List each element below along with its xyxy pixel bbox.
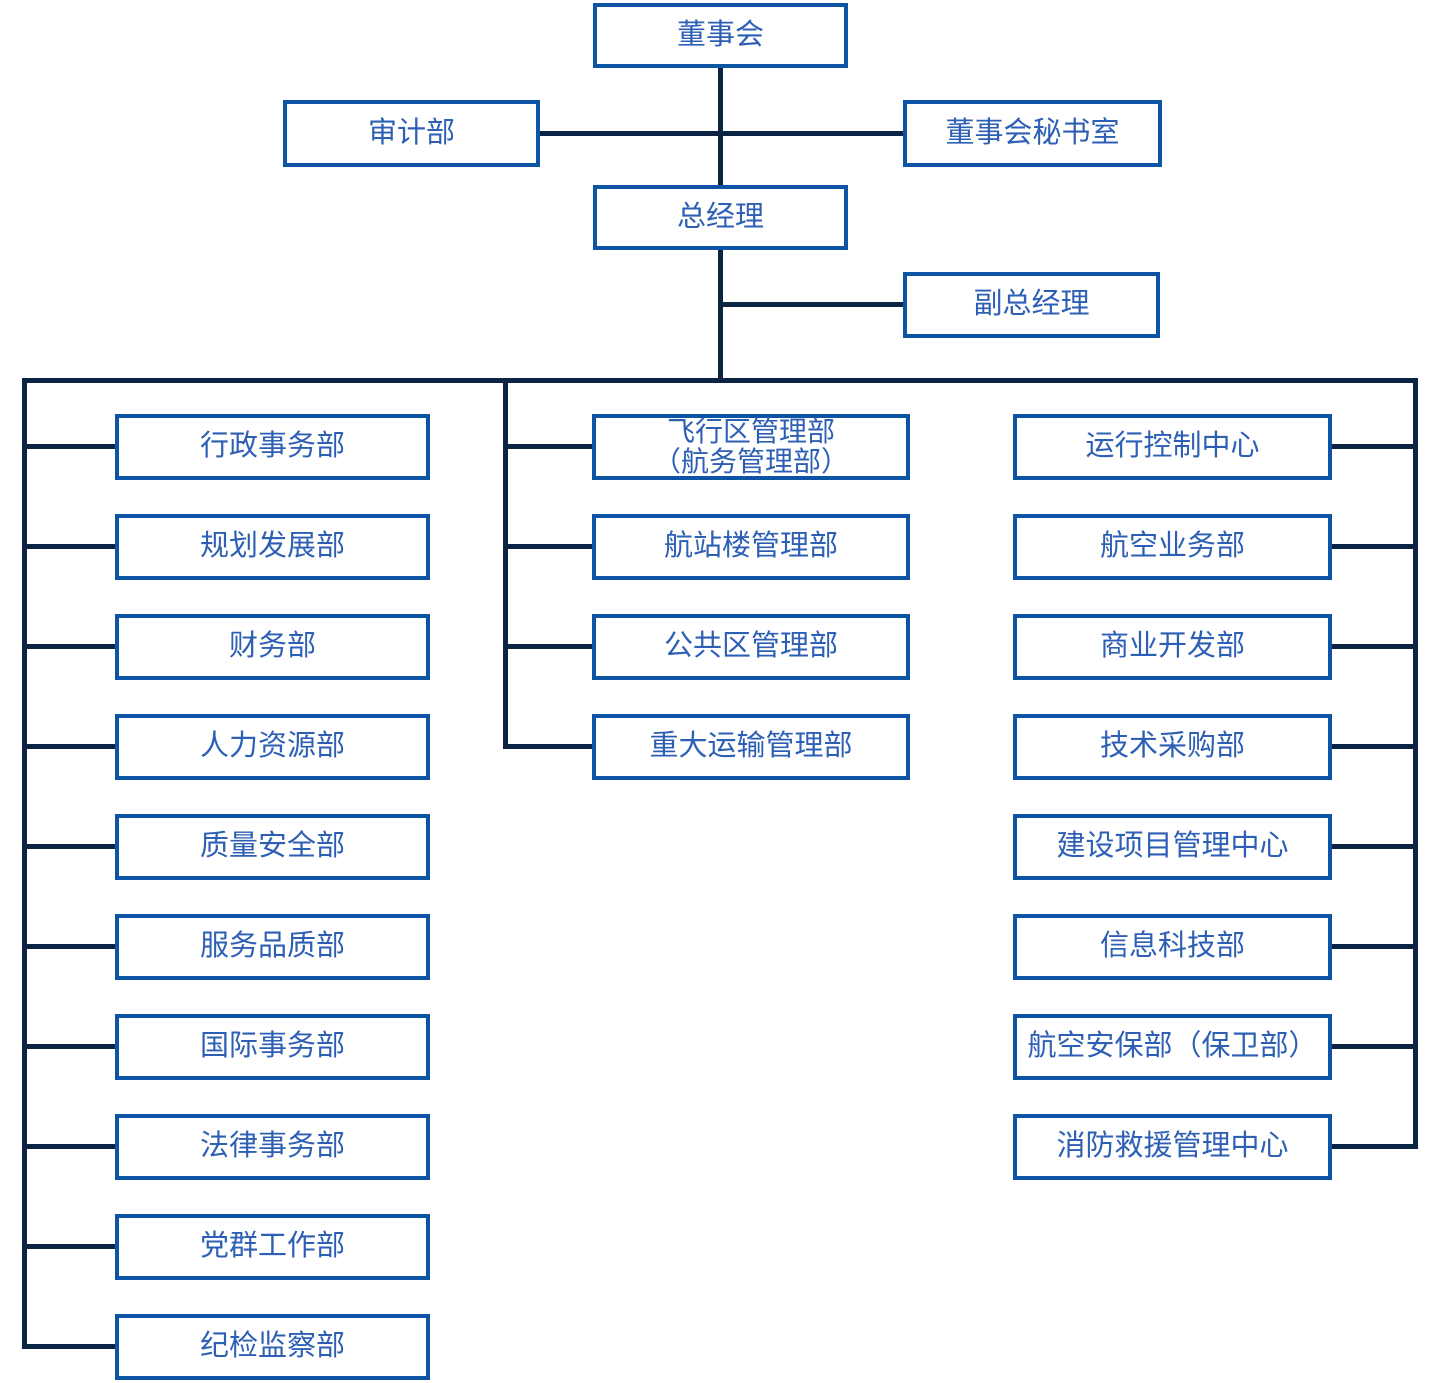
connector-left-spine [22,378,27,1349]
connector-left-stub-2 [22,544,118,549]
node-label: 质量安全部 [199,830,345,863]
node-label: 飞行区管理部 （航务管理部） [652,416,849,477]
node-label: 人力资源部 [199,730,345,763]
connector-gm-to-bus [718,250,723,383]
node-label: 董事会秘书室 [945,116,1120,149]
connector-middle-stub-1 [503,444,596,449]
connector-right-stub-5 [1330,844,1418,849]
connector-left-stub-4 [22,744,118,749]
node-service-quality-dept: 服务品质部 [115,914,430,980]
node-label: 国际事务部 [199,1030,345,1063]
node-label: 航空业务部 [1099,530,1245,563]
node-label: 公共区管理部 [663,630,838,663]
connector-left-stub-5 [22,844,118,849]
node-label: 建设项目管理中心 [1056,830,1289,863]
node-airfield-mgmt-dept: 飞行区管理部 （航务管理部） [592,414,910,480]
node-label: 信息科技部 [1099,930,1245,963]
node-label: 副总经理 [973,288,1090,321]
node-label: 审计部 [367,116,455,149]
connector-middle-stub-4 [503,744,596,749]
connector-left-stub-3 [22,644,118,649]
node-finance-dept: 财务部 [115,614,430,680]
connector-right-stub-3 [1330,644,1418,649]
node-label: 法律事务部 [199,1130,345,1163]
node-aviation-security-dept: 航空安保部（保卫部） [1013,1014,1332,1080]
node-major-transport-mgmt-dept: 重大运输管理部 [592,714,910,780]
connector-left-stub-9 [22,1244,118,1249]
connector-left-stub-7 [22,1044,118,1049]
connector-board-to-gm [718,68,723,185]
node-quality-safety-dept: 质量安全部 [115,814,430,880]
node-label: 消防救援管理中心 [1056,1130,1289,1163]
node-legal-affairs-dept: 法律事务部 [115,1114,430,1180]
node-international-affairs-dept: 国际事务部 [115,1014,430,1080]
connector-right-spine [1413,378,1418,1149]
node-audit-dept: 审计部 [283,100,540,167]
node-label: 重大运输管理部 [649,730,853,763]
node-label: 规划发展部 [199,530,345,563]
connector-right-stub-2 [1330,544,1418,549]
node-label: 行政事务部 [199,430,345,463]
connector-main-bus [22,378,1418,383]
node-planning-development-dept: 规划发展部 [115,514,430,580]
node-general-manager: 总经理 [593,185,848,250]
node-label: 党群工作部 [199,1230,345,1263]
node-label: 总经理 [676,200,764,233]
node-discipline-inspection-dept: 纪检监察部 [115,1314,430,1380]
connector-dgm-stub [718,302,903,307]
connector-right-stub-1 [1330,444,1418,449]
node-label: 商业开发部 [1099,630,1245,663]
connector-middle-stub-2 [503,544,596,549]
connector-middle-spine [503,378,508,749]
connector-middle-stub-3 [503,644,596,649]
node-deputy-general-manager: 副总经理 [903,272,1160,338]
node-terminal-mgmt-dept: 航站楼管理部 [592,514,910,580]
node-label: 运行控制中心 [1085,430,1260,463]
connector-right-stub-4 [1330,744,1418,749]
connector-left-stub-6 [22,944,118,949]
node-technology-procurement-dept: 技术采购部 [1013,714,1332,780]
node-label: 财务部 [228,630,316,663]
node-commercial-development-dept: 商业开发部 [1013,614,1332,680]
node-operation-control-center: 运行控制中心 [1013,414,1332,480]
connector-right-stub-8 [1330,1144,1418,1149]
node-label: 航站楼管理部 [663,530,838,563]
node-label: 服务品质部 [199,930,345,963]
node-information-technology-dept: 信息科技部 [1013,914,1332,980]
node-human-resources-dept: 人力资源部 [115,714,430,780]
node-board: 董事会 [593,3,848,68]
node-aviation-business-dept: 航空业务部 [1013,514,1332,580]
node-label: 航空安保部（保卫部） [1027,1030,1318,1063]
connector-left-stub-10 [22,1344,118,1349]
node-board-secretariat: 董事会秘书室 [903,100,1162,167]
node-construction-project-mgmt-center: 建设项目管理中心 [1013,814,1332,880]
connector-audit-secretariat [540,131,903,136]
node-public-area-mgmt-dept: 公共区管理部 [592,614,910,680]
node-label: 技术采购部 [1099,730,1245,763]
connector-right-stub-6 [1330,944,1418,949]
node-party-mass-work-dept: 党群工作部 [115,1214,430,1280]
connector-right-stub-7 [1330,1044,1418,1049]
connector-left-stub-1 [22,444,118,449]
node-fire-rescue-mgmt-center: 消防救援管理中心 [1013,1114,1332,1180]
node-label: 董事会 [676,18,764,51]
connector-left-stub-8 [22,1144,118,1149]
node-label: 纪检监察部 [199,1330,345,1363]
node-admin-affairs-dept: 行政事务部 [115,414,430,480]
